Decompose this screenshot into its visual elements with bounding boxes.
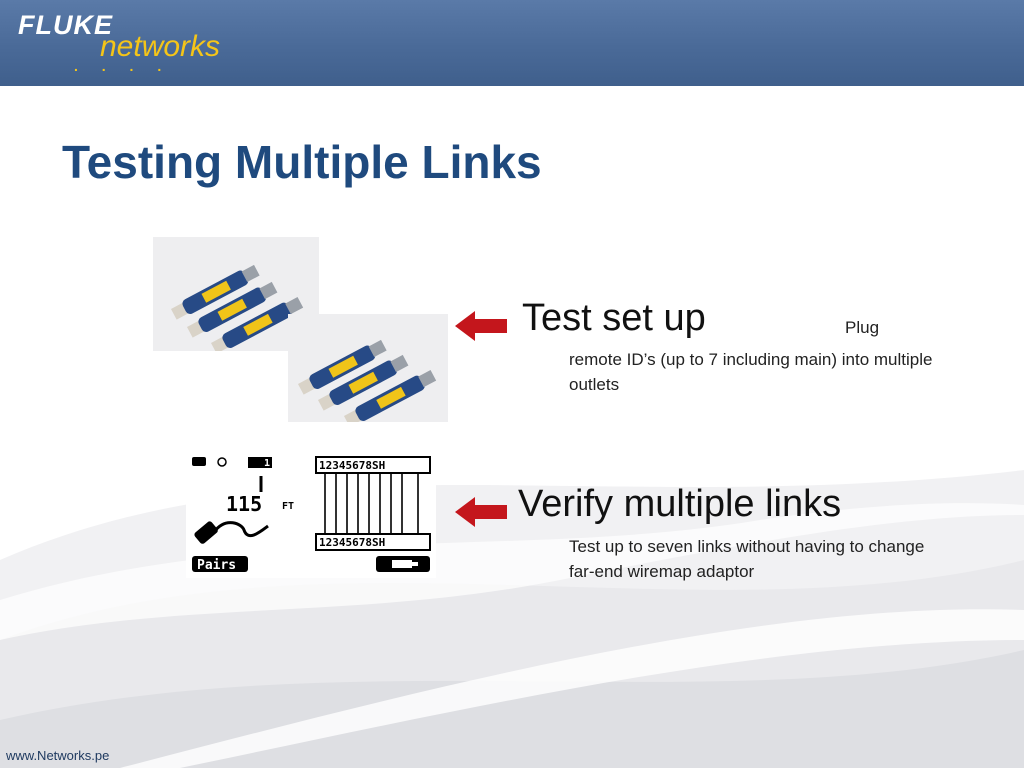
remote-id-adapters-image: [171, 264, 304, 354]
logo-networks-text: networks: [100, 30, 221, 63]
plug-icon: [194, 521, 218, 544]
plug-text: Plug: [845, 318, 880, 337]
svg-text:1: 1: [264, 458, 270, 469]
test-setup-description: remote ID’s (up to 7 including main) int…: [569, 350, 933, 394]
wiremap-screen: 1 115 FT Pairs 12345678SH 12345678SH: [192, 456, 431, 573]
red-arrow-icon: [455, 497, 507, 527]
verify-links-heading: Verify multiple links: [518, 483, 842, 525]
softkey-pairs: Pairs: [197, 558, 236, 573]
red-arrow-icon: [455, 311, 507, 341]
slide-title: Testing Multiple Links: [62, 136, 542, 188]
battery-icon: [192, 457, 206, 466]
remote-id-photo-2: [288, 314, 448, 427]
fluke-networks-logo: FLUKE networks . . . .: [18, 8, 258, 78]
test-setup-heading: Test set up: [522, 297, 706, 339]
remote-id-adapters-image: [298, 339, 437, 427]
distance-readout: 115: [226, 492, 262, 516]
backlight-icon: [217, 457, 227, 467]
logo-fluke-text: FLUKE: [18, 10, 113, 40]
footer-url: www.Networks.pe: [6, 748, 110, 763]
wiremap-lcd-display: 1 115 FT Pairs 12345678SH 12345678SH: [186, 454, 436, 578]
header-bar: FLUKE networks . . . .: [0, 0, 1024, 86]
distance-unit: FT: [282, 501, 294, 512]
logo-dots: . . . .: [74, 58, 172, 74]
pins-top: 12345678SH: [319, 459, 385, 472]
remote-id-icon: 1: [248, 457, 272, 469]
pins-bottom: 12345678SH: [319, 536, 385, 549]
verify-links-description: Test up to seven links without having to…: [569, 537, 925, 581]
